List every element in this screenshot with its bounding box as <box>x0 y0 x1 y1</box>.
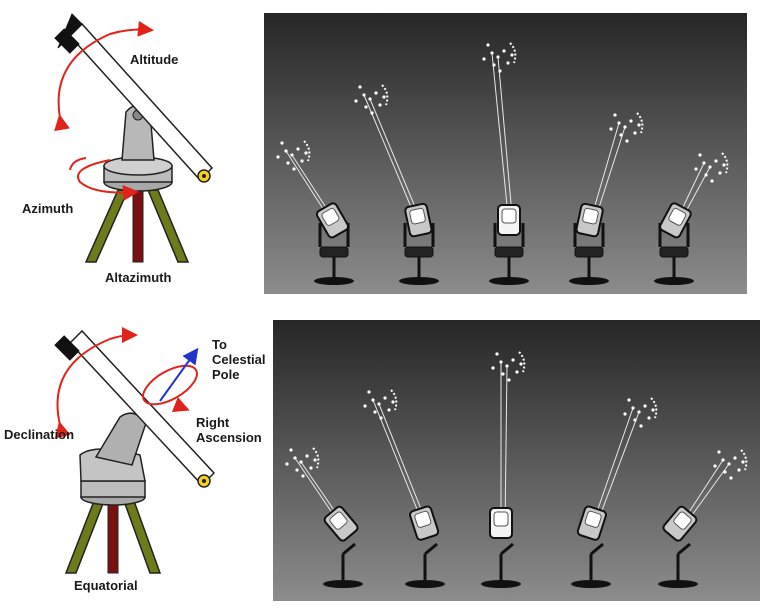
star-cluster-icon <box>713 449 748 480</box>
star-cluster-icon <box>482 42 517 73</box>
equatorial-mount-icon <box>79 412 147 506</box>
tracking-telescope-icon <box>482 42 529 285</box>
tripod-icon <box>84 187 190 263</box>
tracking-telescope-icon <box>658 449 748 588</box>
altazimuth-scene-svg <box>264 13 747 294</box>
star-cluster-icon <box>694 152 729 183</box>
tracking-telescope-icon <box>569 112 644 285</box>
azimuth-base-icon <box>103 156 173 192</box>
declination-label: Declination <box>4 427 74 442</box>
equatorial-tracking-scene <box>273 320 760 601</box>
star-cluster-icon <box>285 447 320 478</box>
tracking-telescope-icon <box>276 140 354 285</box>
star-cluster-icon <box>276 140 311 171</box>
altitude-arrow-icon <box>54 20 154 132</box>
tripod-icon <box>64 498 162 574</box>
tracking-telescope-icon <box>654 152 729 285</box>
star-cluster-icon <box>354 84 389 115</box>
altazimuth-illustration: Altitude Azimuth Altazimuth <box>22 13 214 285</box>
pole-label-line3: Pole <box>212 367 239 382</box>
altazimuth-title: Altazimuth <box>105 270 172 285</box>
star-cluster-icon <box>363 389 398 420</box>
tracking-telescope-icon <box>285 447 363 588</box>
star-cluster-icon <box>609 112 644 143</box>
equatorial-diagram: To Celestial Pole Right Ascension Declin… <box>0 305 265 614</box>
azimuth-arrow-icon <box>77 159 139 201</box>
equatorial-illustration: To Celestial Pole Right Ascension Declin… <box>4 327 265 593</box>
tracking-telescope-icon <box>481 351 526 588</box>
star-cluster-icon <box>491 351 526 382</box>
altitude-label: Altitude <box>130 52 178 67</box>
pole-label-line1: To <box>212 337 227 352</box>
celestial-pole-arrow-icon <box>159 347 199 402</box>
equatorial-scene-svg <box>273 320 760 601</box>
star-cluster-icon <box>623 397 658 428</box>
altazimuth-diagram: Altitude Azimuth Altazimuth <box>0 0 265 300</box>
tracking-telescope-icon <box>363 389 445 588</box>
azimuth-label: Azimuth <box>22 201 73 216</box>
declination-arrow-icon <box>54 327 138 439</box>
equatorial-title: Equatorial <box>74 578 138 593</box>
tracking-telescope-icon <box>571 397 658 588</box>
pole-label-line2: Celestial <box>212 352 265 367</box>
tracking-telescope-icon <box>354 84 439 285</box>
altazimuth-tracking-scene <box>264 13 747 294</box>
right-ascension-label-line1: Right <box>196 415 230 430</box>
right-ascension-label-line2: Ascension <box>196 430 262 445</box>
